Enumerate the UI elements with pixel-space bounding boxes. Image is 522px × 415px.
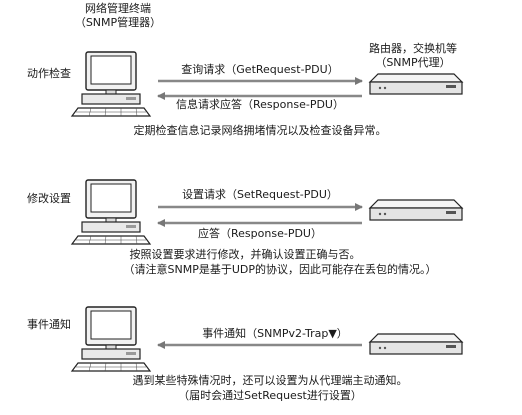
section-label-event-notify: 事件通知 [27,318,71,331]
note-1: 定期检查信息记录网络拥堵情况以及检查设备异常。 [133,124,387,137]
manager-title: 网络管理终端 [85,2,151,15]
section-label-modify-settings: 修改设置 [27,192,71,205]
agent-router-2 [369,199,463,221]
agent-title: 路由器，交换机等 [369,42,457,55]
agent-router-1 [369,73,463,95]
response-label-1: 信息请求应答（Response-PDU） [176,98,344,111]
manager-pc-1 [71,51,151,117]
manager-pc-3 [71,306,151,372]
note-3b: （届时会通过SetRequest进行设置） [178,389,362,402]
get-request-label: 查询请求（GetRequest-PDU） [181,63,339,76]
manager-subtitle: （SNMP管理器） [74,16,162,29]
set-request-label: 设置请求（SetRequest-PDU） [182,188,338,201]
note-2b: （请注意SNMP是基于UDP的协议，因此可能存在丢包的情况。） [123,263,437,276]
trap-label: 事件通知（SNMPv2-Trap▼） [202,327,348,340]
note-3a: 遇到某些特殊情况时，还可以设置为从代理端主动通知。 [132,374,408,387]
manager-pc-2 [71,179,151,245]
note-2a: 按照设置要求进行修改，并确认设置正确与否。 [129,248,361,261]
agent-router-3 [369,333,463,355]
response-label-2: 应答（Response-PDU） [198,227,322,240]
section-label-action-check: 动作检查 [27,67,71,80]
agent-subtitle: （SNMP代理） [375,56,451,69]
